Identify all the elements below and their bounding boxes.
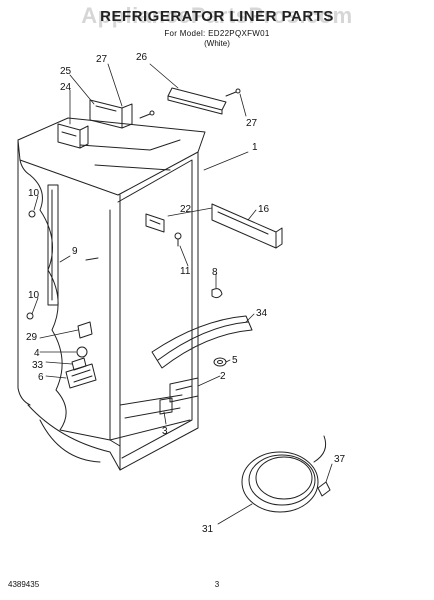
callout-33: 33 [32,360,44,371]
rail-part-16 [211,203,283,249]
callout-29: 29 [26,332,38,343]
bracket-part-2 [169,377,199,403]
model-subtitle: For Model: ED22PQXFW01 [164,29,270,38]
callout-34: 34 [256,308,268,319]
bracket-part-24 [57,123,89,149]
callout-9: 9 [72,246,78,257]
callout-22: 22 [180,204,192,215]
callout-4: 4 [34,348,40,359]
callout-31: 31 [202,524,214,535]
page-number: 3 [214,580,220,589]
watermark-text: AppliancePartsPros.com [81,3,353,28]
callout-25: 25 [60,66,72,77]
tubing-part-31 [241,435,327,513]
finish-note: (White) [204,39,230,48]
lens-part-6 [65,363,97,389]
callout-16: 16 [258,204,270,215]
callout-1: 1 [252,142,258,153]
socket-part-29 [77,321,93,339]
callout-27-right: 27 [246,118,258,129]
callout-27-top: 27 [96,54,108,65]
grommet-part-5 [213,357,227,367]
plate-part-3 [159,397,173,415]
bulb-part-4 [76,346,88,358]
clamp-part-37 [317,481,331,497]
document-number: 4389435 [8,580,40,589]
liner-part-1 [17,117,206,471]
callout-37: 37 [334,454,346,465]
callout-labels: 1 2 3 4 5 6 8 9 10 10 11 16 22 24 25 26 … [26,52,346,535]
callout-6: 6 [38,372,44,383]
control-housing-part-25 [89,99,133,129]
callout-26: 26 [136,52,148,63]
clip-part-8 [211,288,223,299]
cover-part-34 [151,315,253,369]
leader-lines [31,63,333,525]
page-title: REFRIGERATOR LINER PARTS [100,8,334,25]
bracket-part-22 [145,213,165,233]
callout-24: 24 [60,82,72,93]
callout-11: 11 [180,266,191,277]
callout-2: 2 [220,371,226,382]
top-channel-part-26 [167,87,227,115]
callout-10-upper: 10 [28,188,40,199]
screw-part-10 [26,210,36,320]
screw-part-11 [174,232,182,247]
callout-5: 5 [232,355,238,366]
callout-3: 3 [162,426,168,437]
screw-part-27 [139,88,241,119]
callout-10-lower: 10 [28,290,40,301]
callout-8: 8 [212,267,218,278]
